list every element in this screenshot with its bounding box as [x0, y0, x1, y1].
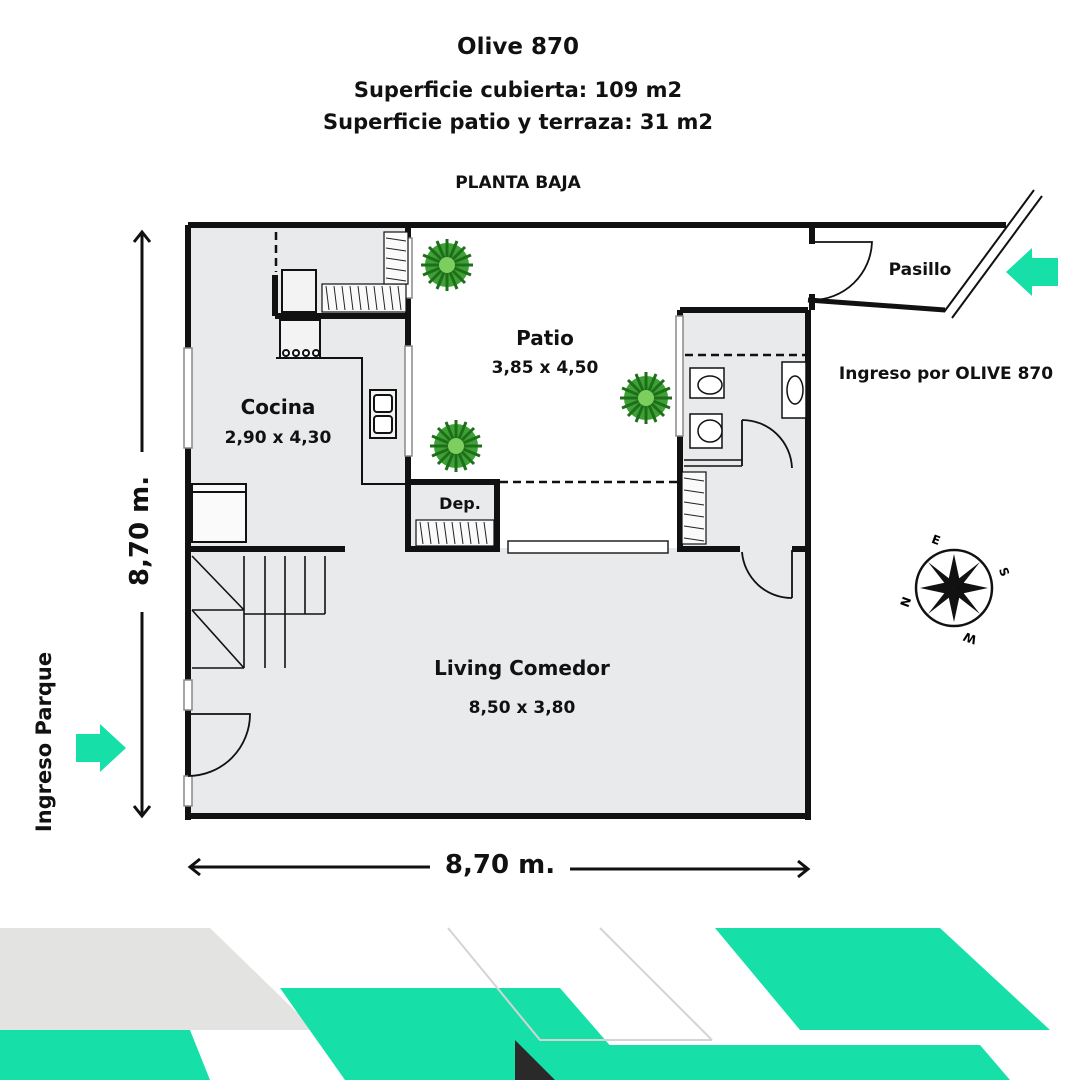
dimension-arrows	[132, 229, 811, 879]
patio-size: 3,85 x 4,50	[491, 358, 599, 378]
street-lines	[943, 189, 1043, 319]
surface-covered-text: Superficie cubierta: 109 m2	[353, 78, 683, 102]
deposito-name: Dep.	[439, 494, 481, 513]
entrance-olive-label: Ingreso por OLIVE 870	[838, 364, 1054, 384]
pasillo-name: Pasillo	[888, 260, 952, 280]
plant-icon	[430, 420, 482, 472]
plant-icon	[421, 239, 473, 291]
compass-n-label: N	[898, 595, 915, 609]
plan-title: Olive 870	[457, 34, 579, 60]
cocina-size: 2,90 x 4,30	[224, 428, 332, 448]
doors	[187, 241, 873, 777]
floor-name: PLANTA BAJA	[455, 173, 581, 193]
entrance-parque-label: Ingreso Parque	[32, 651, 56, 833]
bathroom-fixtures	[684, 361, 807, 467]
plant-icon	[620, 372, 672, 424]
stairs	[191, 555, 326, 669]
cocina-name: Cocina	[240, 395, 316, 419]
surface-patio-text: Superficie patio y terraza: 31 m2	[323, 110, 713, 134]
decorative-bands	[0, 927, 1050, 1080]
living-size: 8,50 x 3,80	[468, 698, 576, 718]
arrow-right-icon	[76, 724, 126, 772]
patio-name: Patio	[516, 326, 574, 350]
compass-e-label: E	[930, 532, 942, 548]
compass-s-label: S	[996, 566, 1012, 579]
kitchen-counter	[191, 269, 408, 543]
height-dimension-label: 8,70 m.	[125, 475, 155, 587]
width-dimension-label: 8,70 m.	[444, 850, 556, 880]
closet-hatching	[325, 237, 705, 545]
living-name: Living Comedor	[434, 656, 610, 680]
dashed-lines	[274, 232, 806, 484]
compass-icon: E S N W	[898, 532, 1012, 647]
compass-w-label: W	[961, 629, 978, 647]
arrow-left-icon	[1006, 248, 1058, 296]
closets	[321, 231, 707, 547]
